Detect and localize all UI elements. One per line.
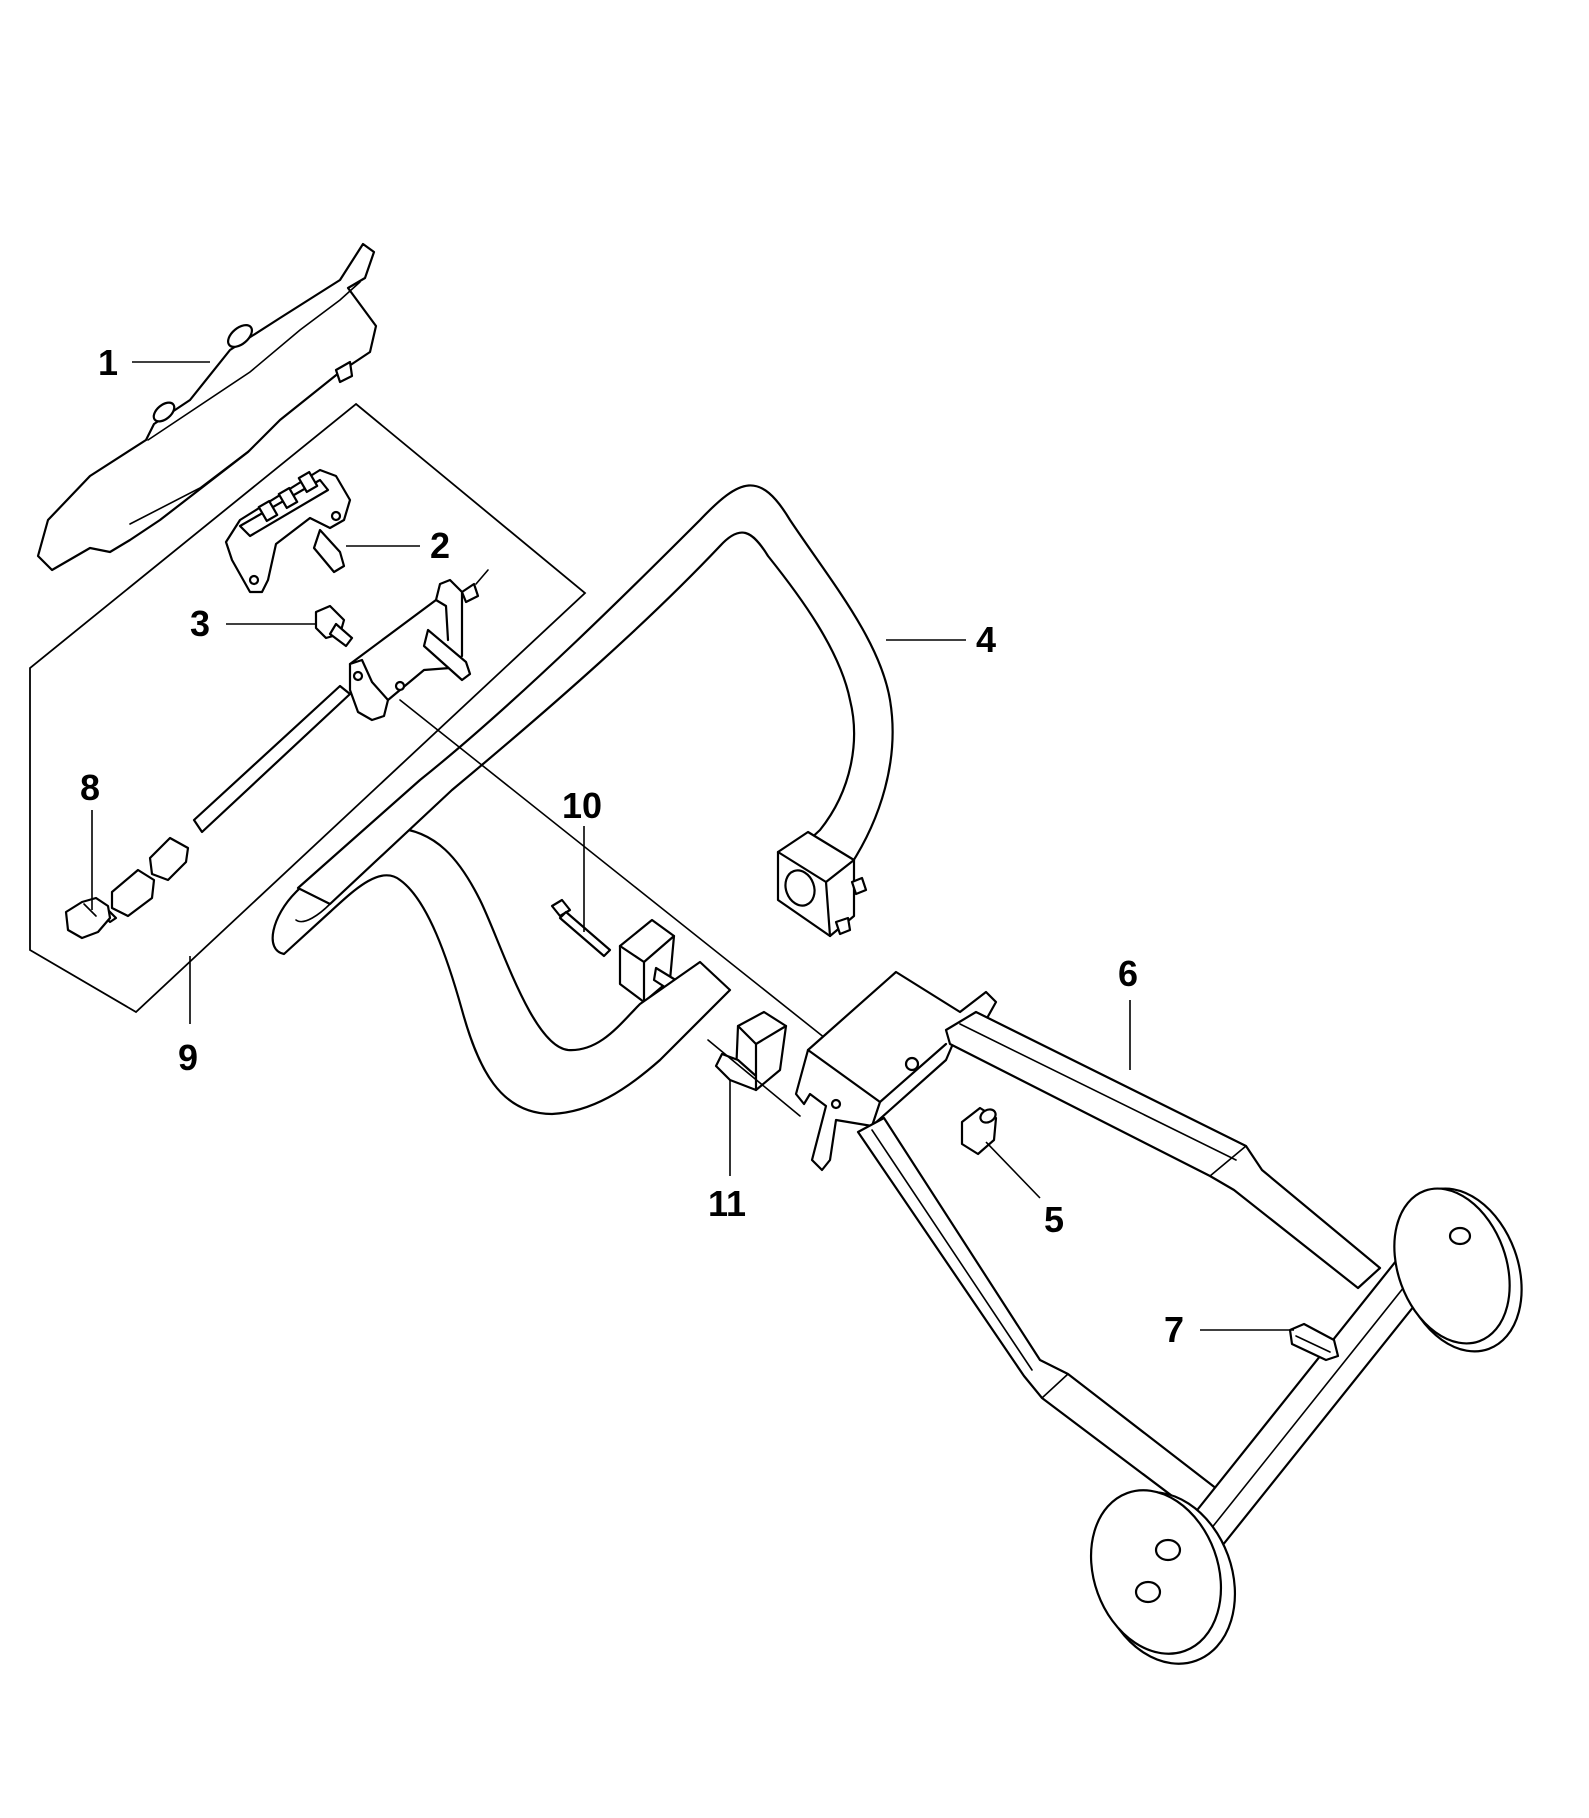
callout-7: 7	[1164, 1309, 1184, 1350]
part-2-bracket	[224, 468, 352, 594]
part-7-clip	[1288, 1322, 1340, 1362]
callout-6: 6	[1118, 953, 1138, 994]
part-4-tube-clamp	[776, 830, 868, 938]
callout-9: 9	[178, 1037, 198, 1078]
callout-10: 10	[562, 785, 602, 826]
callout-8: 8	[80, 767, 100, 808]
callout-5: 5	[1044, 1199, 1064, 1240]
assembly-axis-line-2	[707, 1039, 801, 1117]
callout-11: 11	[708, 1183, 746, 1224]
part-11-clamp-block	[714, 1010, 788, 1092]
leader-5	[985, 1141, 1041, 1199]
assembly-9-rod-and-spacers	[100, 684, 352, 924]
callout-2: 2	[430, 525, 450, 566]
callout-1: 1	[98, 342, 118, 383]
callout-4: 4	[976, 619, 996, 660]
part-1-cover-plate	[36, 242, 378, 572]
subassembly-9-outline	[29, 402, 587, 1014]
part-5-bushing	[960, 1106, 998, 1156]
assembly-9-mount-bracket	[348, 569, 489, 722]
part-8-wing-nut	[64, 896, 112, 940]
part-10-long-bolt	[550, 898, 612, 958]
callout-3: 3	[190, 603, 210, 644]
assembly-axis-line	[399, 699, 841, 1051]
part-3-bolt	[314, 604, 354, 648]
part-6-frame	[794, 970, 1523, 1665]
